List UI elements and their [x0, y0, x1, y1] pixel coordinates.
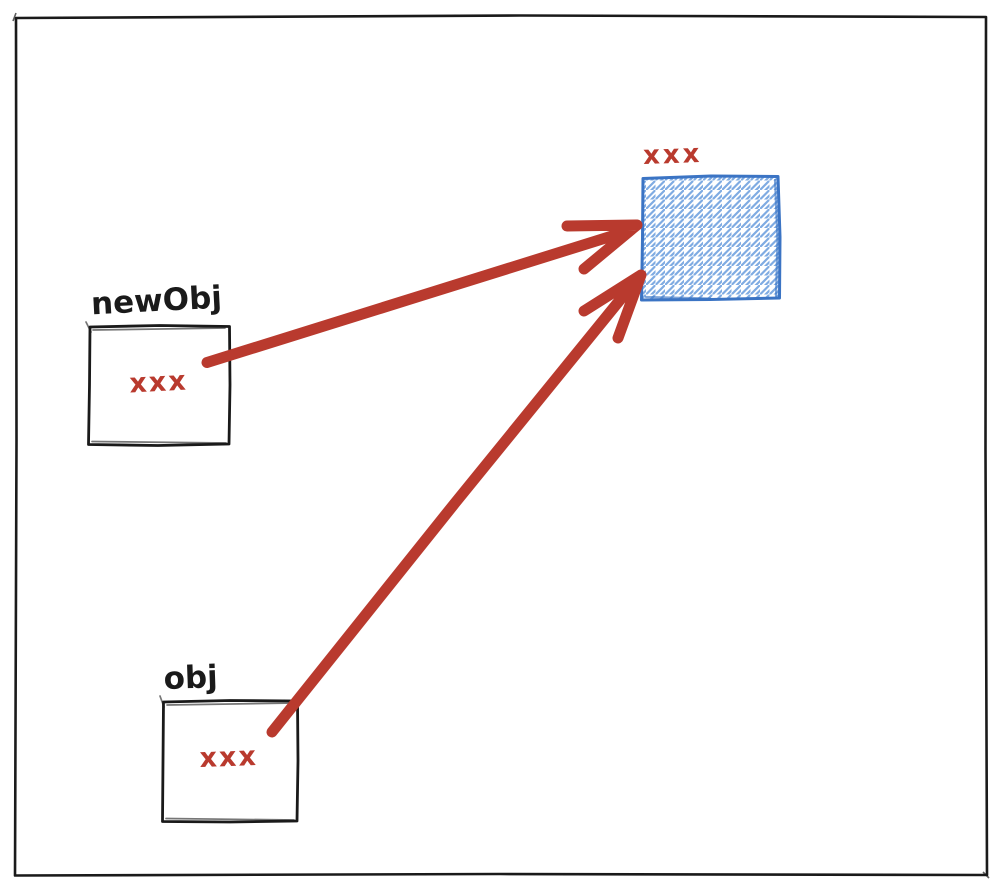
- obj-value: xxx: [199, 741, 258, 774]
- arrow-obj-to-target: [266, 269, 647, 738]
- obj-label: obj: [163, 659, 218, 697]
- new-obj-label: newObj: [90, 280, 223, 323]
- target-square-sketch-stroke: [644, 178, 779, 300]
- target-square: [640, 174, 782, 302]
- new-obj-value: xxx: [129, 366, 189, 400]
- obj-box: [161, 699, 300, 824]
- target-label: xxx: [643, 139, 703, 171]
- arrow-newobj-to-target: [201, 219, 643, 368]
- new-obj-box: [87, 324, 232, 447]
- new-obj-box-sketch-stroke: [85, 321, 227, 444]
- obj-box-sketch-stroke: [159, 695, 301, 821]
- outer-frame-sketch-overshoot: [12, 12, 990, 879]
